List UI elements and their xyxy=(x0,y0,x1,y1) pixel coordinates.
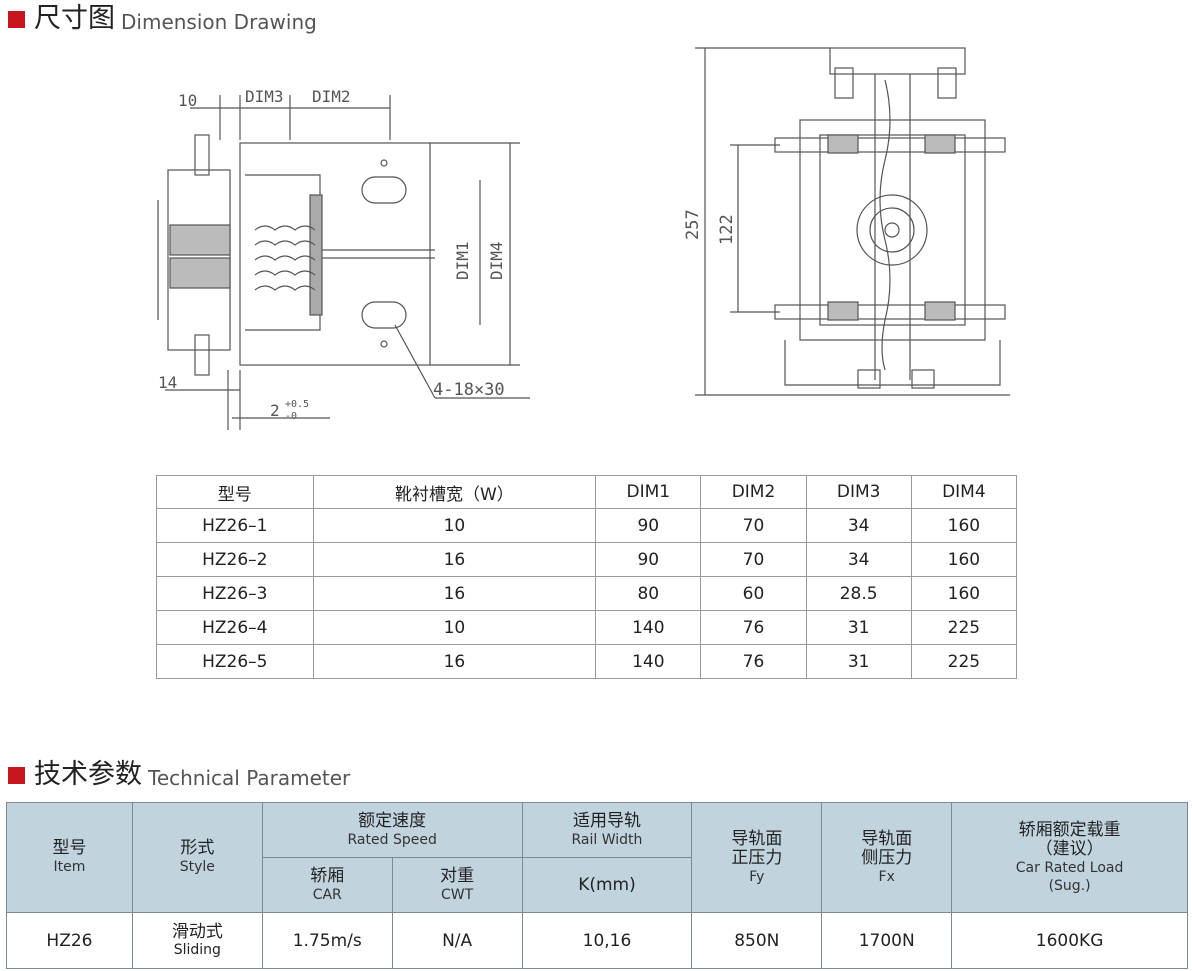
side-view-drawing: 10 DIM3 DIM2 DIM1 DIM4 14 2 +0.5 -0 4-18… xyxy=(157,87,530,430)
cell: 160 xyxy=(910,508,1018,543)
red-square-icon xyxy=(8,767,25,784)
cell: HZ26–3 xyxy=(156,576,314,611)
section-title-zh: 尺寸图 xyxy=(34,3,115,34)
table-row: HZ26–1 10 90 70 34 160 xyxy=(156,508,1018,543)
label-dim2: DIM2 xyxy=(312,87,351,106)
table-header-row: 型号 Item 形式 Style 额定速度 Rated Speed 适用导轨 R… xyxy=(6,802,1188,913)
label-dim1: DIM1 xyxy=(453,241,472,280)
cell-k: 10,16 xyxy=(521,912,693,969)
label-dim3: DIM3 xyxy=(245,87,284,106)
cell-load: 1600KG xyxy=(951,912,1188,969)
cell-fy: 850N xyxy=(691,912,823,969)
cell: 90 xyxy=(595,542,702,577)
label-tol-minus: -0 xyxy=(285,411,297,422)
cell: 225 xyxy=(910,644,1018,679)
header-rail-width: 适用导轨 Rail Width xyxy=(521,802,693,858)
cell: HZ26–1 xyxy=(156,508,314,543)
cell: 60 xyxy=(700,576,807,611)
header-dim1: DIM1 xyxy=(595,475,702,509)
dimension-table: 型号 靴衬槽宽（W） DIM1 DIM2 DIM3 DIM4 HZ26–1 10… xyxy=(156,475,1018,679)
front-view-drawing: 257 122 xyxy=(683,47,1010,396)
cell: 10 xyxy=(312,610,597,645)
cell: 28.5 xyxy=(805,576,912,611)
cell: 140 xyxy=(595,610,702,645)
cell: 90 xyxy=(595,508,702,543)
cell-style: 滑动式 Sliding xyxy=(131,912,263,969)
header-item: 型号 Item xyxy=(6,802,133,913)
table-row: HZ26 滑动式 Sliding 1.75m/s N/A 10,16 850N … xyxy=(6,912,1188,969)
header-fx: 导轨面 侧压力 Fx xyxy=(821,802,953,913)
cell: 34 xyxy=(805,542,912,577)
label-tol-base: 2 xyxy=(270,401,280,420)
cell-item: HZ26 xyxy=(6,912,133,969)
cell-fx: 1700N xyxy=(821,912,953,969)
section-title-en: Dimension Drawing xyxy=(121,10,317,34)
table-subheader-row: 轿厢 CAR 对重 CWT K(mm) xyxy=(7,857,1188,913)
cell: 70 xyxy=(700,508,807,543)
label-14: 14 xyxy=(158,373,177,392)
header-k: K(mm) xyxy=(521,857,693,913)
cell: 10 xyxy=(312,508,597,543)
label-dim4: DIM4 xyxy=(487,241,506,280)
header-dim3: DIM3 xyxy=(805,475,912,509)
table-header-row: 型号 靴衬槽宽（W） DIM1 DIM2 DIM3 DIM4 xyxy=(156,475,1018,509)
header-dim2: DIM2 xyxy=(700,475,807,509)
cell: 31 xyxy=(805,644,912,679)
header-fy: 导轨面 正压力 Fy xyxy=(691,802,823,913)
label-slot: 4-18×30 xyxy=(433,380,505,400)
cell: 16 xyxy=(312,644,597,679)
table-row: HZ26–2 16 90 70 34 160 xyxy=(156,542,1018,577)
cell: 16 xyxy=(312,576,597,611)
header-style: 形式 Style xyxy=(131,802,263,913)
technical-parameter-table: 型号 Item 形式 Style 额定速度 Rated Speed 适用导轨 R… xyxy=(6,802,1188,969)
cell: 76 xyxy=(700,644,807,679)
header-rated-load: 轿厢额定载重 （建议） Car Rated Load (Sug.) xyxy=(951,802,1188,913)
header-w: 靴衬槽宽（W） xyxy=(312,475,597,509)
cell: 76 xyxy=(700,610,807,645)
cell: 80 xyxy=(595,576,702,611)
cell-cwt: N/A xyxy=(391,912,523,969)
header-item: 型号 xyxy=(156,475,314,509)
section-title-en: Technical Parameter xyxy=(148,766,351,790)
section-heading-technical: 技术参数 Technical Parameter xyxy=(8,760,350,790)
label-257: 257 xyxy=(683,209,703,240)
section-heading-dimension: 尺寸图 Dimension Drawing xyxy=(8,4,317,34)
red-square-icon xyxy=(8,11,25,28)
label-10: 10 xyxy=(178,91,197,110)
cell: HZ26–5 xyxy=(156,644,314,679)
cell: 160 xyxy=(910,542,1018,577)
cell: 160 xyxy=(910,576,1018,611)
header-car: 轿厢 CAR xyxy=(261,857,393,913)
section-title-zh: 技术参数 xyxy=(34,759,142,790)
cell: 225 xyxy=(910,610,1018,645)
cell: HZ26–2 xyxy=(156,542,314,577)
label-tol-plus: +0.5 xyxy=(285,399,309,410)
table-row: HZ26–4 10 140 76 31 225 xyxy=(156,610,1018,645)
cell: 70 xyxy=(700,542,807,577)
cell: 34 xyxy=(805,508,912,543)
cell-car: 1.75m/s xyxy=(261,912,393,969)
cell: 16 xyxy=(312,542,597,577)
header-rated-speed: 额定速度 Rated Speed xyxy=(261,802,523,858)
cell: 31 xyxy=(805,610,912,645)
cell: 140 xyxy=(595,644,702,679)
table-row: HZ26–3 16 80 60 28.5 160 xyxy=(156,576,1018,611)
header-dim4: DIM4 xyxy=(910,475,1018,509)
header-cwt: 对重 CWT xyxy=(391,857,523,913)
table-row: HZ26–5 16 140 76 31 225 xyxy=(156,644,1018,679)
cell: HZ26–4 xyxy=(156,610,314,645)
label-122: 122 xyxy=(717,214,737,245)
